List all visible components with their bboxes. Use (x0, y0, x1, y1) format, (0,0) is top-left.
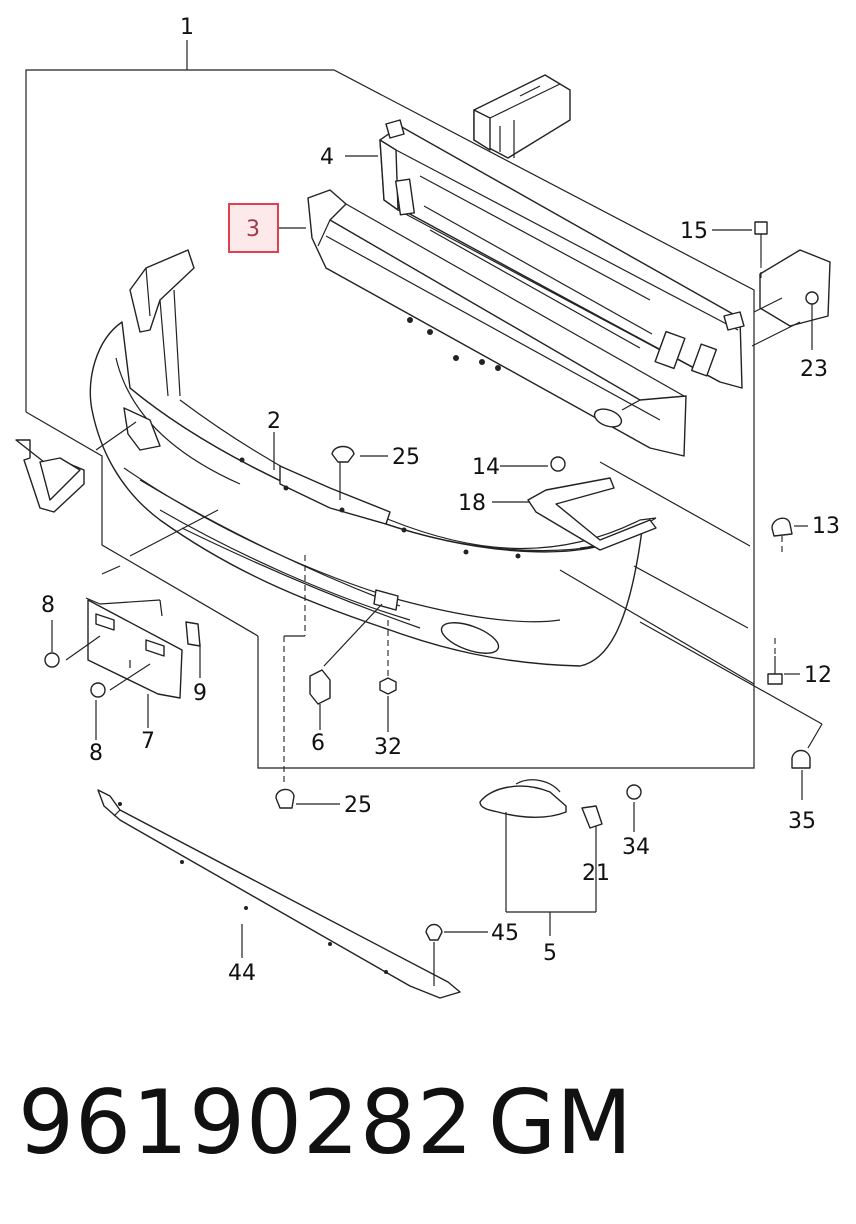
callout-13: 13 (812, 514, 840, 539)
callout-25-bottom: 25 (344, 793, 372, 818)
callout-15: 15 (680, 219, 708, 244)
callout-9: 9 (193, 681, 207, 706)
leader-lines (51, 155, 823, 986)
callout-25-top: 25 (392, 445, 420, 470)
license-plate-bracket-part (85, 597, 201, 699)
callout-6: 6 (311, 731, 325, 756)
left-mount-bracket-part (15, 439, 85, 513)
callout-23: 23 (800, 357, 828, 382)
callout-35: 35 (788, 809, 816, 834)
callout-32: 32 (374, 735, 402, 760)
assembly-bracket-frame (25, 40, 755, 769)
callout-labels: 1 2 4 5 6 7 8 8 9 12 13 14 15 18 21 23 2… (41, 15, 840, 986)
footer: 96190282 GM (0, 1068, 856, 1188)
highlighted-callout-label: 3 (246, 217, 260, 242)
brand-name: GM (488, 1071, 633, 1174)
bumper-cover-part (89, 249, 657, 667)
callout-44: 44 (228, 961, 256, 986)
callout-4: 4 (320, 145, 334, 170)
callout-18: 18 (458, 491, 486, 516)
callout-7: 7 (141, 729, 155, 754)
callout-8-top: 8 (41, 593, 55, 618)
callout-8-bottom: 8 (89, 741, 103, 766)
fog-lamp-part (479, 779, 603, 829)
callout-5: 5 (543, 941, 557, 966)
callout-21: 21 (582, 861, 610, 886)
part-number: 96190282 (18, 1071, 474, 1174)
callout-34: 34 (622, 835, 650, 860)
reinforcement-beam-part (379, 119, 745, 389)
lower-spoiler-strip-part (97, 789, 461, 999)
highlighted-callout-3: 3 (228, 203, 279, 253)
energy-absorber-part (307, 189, 687, 457)
callout-14: 14 (472, 455, 500, 480)
frame-rail-part (473, 74, 571, 159)
callout-2: 2 (267, 409, 281, 434)
callout-1: 1 (180, 15, 194, 40)
side-bracket-part (527, 477, 657, 551)
callout-12: 12 (804, 663, 832, 688)
tow-hook-cover-part (309, 669, 331, 705)
callout-45: 45 (491, 921, 519, 946)
